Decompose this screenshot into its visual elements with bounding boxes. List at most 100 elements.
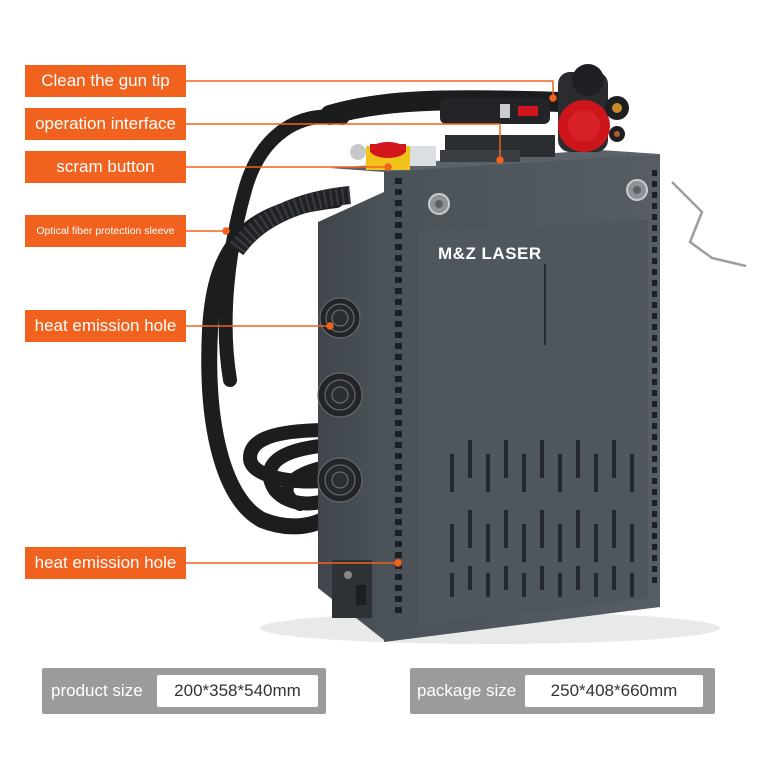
vent-slot	[486, 524, 490, 562]
vent-slot	[652, 445, 657, 451]
vent-slot	[395, 541, 402, 547]
vent-slot	[450, 454, 454, 492]
vent-slot	[540, 566, 544, 590]
vent-slot	[652, 401, 657, 407]
vent-slot	[652, 291, 657, 297]
vent-slot	[558, 454, 562, 492]
front-panel	[418, 220, 648, 626]
vent-slot	[395, 585, 402, 591]
vent-slot	[630, 454, 634, 492]
vent-slot	[558, 573, 562, 597]
vent-slot	[395, 332, 402, 338]
vent-slot	[395, 376, 402, 382]
package-size-box: package size 250*408*660mm	[410, 668, 715, 714]
emergency-stop	[350, 142, 436, 170]
vent-slot	[450, 573, 454, 597]
vent-slot	[395, 398, 402, 404]
vent-slot	[652, 478, 657, 484]
vent-slot	[594, 454, 598, 492]
vent-slot	[652, 489, 657, 495]
vent-slot	[395, 189, 402, 195]
vent-slot	[395, 464, 402, 470]
vent-slot	[652, 302, 657, 308]
vent-slot	[395, 442, 402, 448]
vent-slot	[395, 365, 402, 371]
vent-slot	[652, 577, 657, 583]
vent-slot	[395, 607, 402, 613]
vent-slot	[612, 510, 616, 548]
product-size-value: 200*358*540mm	[157, 675, 318, 707]
vent-slot	[594, 524, 598, 562]
vent-slot	[522, 454, 526, 492]
vent-slot	[468, 510, 472, 548]
callout-scram-button: scram button	[25, 151, 186, 183]
vent-slot	[395, 233, 402, 239]
vent-slot	[395, 288, 402, 294]
vent-slot	[468, 440, 472, 478]
vent-slot	[522, 524, 526, 562]
vent-slot	[395, 453, 402, 459]
protection-sleeve	[228, 186, 351, 256]
vent-slot	[652, 280, 657, 286]
vent-slot	[395, 211, 402, 217]
vent-slot	[652, 511, 657, 517]
brand-logo: M&Z LASER	[438, 244, 542, 263]
vent-slot	[395, 310, 402, 316]
vent-slot	[395, 497, 402, 503]
product-size-box: product size 200*358*540mm	[42, 668, 326, 714]
callout-heat-emission-upper: heat emission hole	[25, 310, 186, 342]
vent-slot	[395, 596, 402, 602]
vent-slot	[652, 533, 657, 539]
vent-slot	[450, 524, 454, 562]
hook	[671, 181, 747, 268]
vent-slot	[468, 566, 472, 590]
vent-slot	[504, 440, 508, 478]
vent-slot	[395, 431, 402, 437]
vent-slot	[652, 390, 657, 396]
vent-slot	[558, 524, 562, 562]
vent-slot	[652, 500, 657, 506]
vent-slot	[486, 573, 490, 597]
vent-slot	[395, 530, 402, 536]
vent-slot	[652, 335, 657, 341]
vent-slot	[395, 200, 402, 206]
vent-slot	[395, 178, 402, 184]
callout-operation-interface: operation interface	[25, 108, 186, 140]
vent-slot	[395, 486, 402, 492]
vent-slot	[395, 409, 402, 415]
package-size-value: 250*408*660mm	[525, 675, 703, 707]
vent-slot	[652, 181, 657, 187]
vent-slot	[522, 573, 526, 597]
vent-slot	[576, 510, 580, 548]
callout-clean-gun-tip: Clean the gun tip	[25, 65, 186, 97]
vent-slot	[540, 440, 544, 478]
vent-slot	[576, 440, 580, 478]
vent-slot	[594, 573, 598, 597]
callout-fiber-sleeve: Optical fiber protection sleeve	[25, 215, 186, 247]
vent-slot	[395, 244, 402, 250]
vent-slot	[395, 321, 402, 327]
vent-slot	[395, 255, 402, 261]
vent-slot	[652, 566, 657, 572]
vent-slot	[652, 313, 657, 319]
vent-slot	[486, 454, 490, 492]
vent-slot	[395, 508, 402, 514]
vent-slot	[652, 368, 657, 374]
vent-slot	[395, 277, 402, 283]
vent-slot	[395, 343, 402, 349]
vent-slot	[652, 192, 657, 198]
vent-slot	[652, 203, 657, 209]
vent-slot	[395, 387, 402, 393]
vent-slot	[652, 434, 657, 440]
package-size-label: package size	[417, 681, 517, 700]
vent-slot	[395, 475, 402, 481]
vent-slot	[395, 266, 402, 272]
laser-gun	[320, 64, 629, 152]
vent-slot	[652, 170, 657, 176]
vent-slot	[652, 423, 657, 429]
vent-slot	[652, 258, 657, 264]
vent-slot	[652, 225, 657, 231]
vent-slot	[612, 566, 616, 590]
vent-slot	[652, 269, 657, 275]
